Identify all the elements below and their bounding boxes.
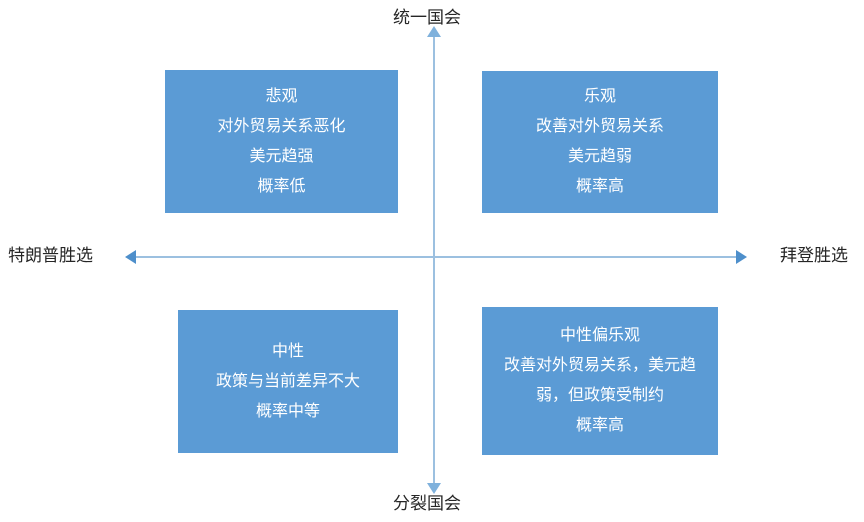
quadrant-line: 政策与当前差异不大 [215, 372, 360, 390]
axis-label-left: 特朗普胜选 [8, 246, 93, 265]
arrow-up-icon [427, 26, 441, 37]
vertical-axis-line [433, 34, 435, 486]
quadrant-line: 概率低 [257, 177, 306, 195]
quadrant-box-bottom-left[interactable]: 中性 政策与当前差异不大 概率中等 [178, 310, 398, 453]
quadrant-line: 概率中等 [255, 402, 320, 420]
arrow-down-icon [427, 483, 441, 494]
quadrant-line: 悲观 [265, 87, 298, 105]
quadrant-box-bottom-right[interactable]: 中性偏乐观 改善对外贸易关系，美元趋弱，但政策受制约 概率高 [482, 307, 718, 455]
quadrant-line: 中性 [271, 342, 304, 360]
quadrant-line: 改善对外贸易关系 [535, 118, 664, 135]
arrow-left-icon [125, 250, 136, 264]
quadrant-line: 美元趋弱 [567, 148, 632, 165]
axis-label-right: 拜登胜选 [780, 246, 848, 265]
quadrant-box-top-left[interactable]: 悲观 对外贸易关系恶化 美元趋强 概率低 [165, 70, 398, 213]
quadrant-line: 概率高 [575, 417, 624, 434]
axis-label-bottom: 分裂国会 [393, 494, 461, 513]
quadrant-line: 改善对外贸易关系，美元趋弱，但政策受制约 [503, 357, 696, 404]
horizontal-axis-line [134, 256, 738, 258]
quadrant-line: 概率高 [575, 178, 624, 195]
quadrant-box-top-right[interactable]: 乐观 改善对外贸易关系 美元趋弱 概率高 [482, 71, 718, 213]
arrow-right-icon [736, 250, 747, 264]
axis-label-top: 统一国会 [393, 8, 461, 27]
quadrant-line: 对外贸易关系恶化 [217, 117, 346, 135]
quadrant-line: 乐观 [583, 88, 616, 105]
quadrant-line: 中性偏乐观 [559, 327, 640, 344]
quadrant-line: 美元趋强 [249, 147, 314, 165]
